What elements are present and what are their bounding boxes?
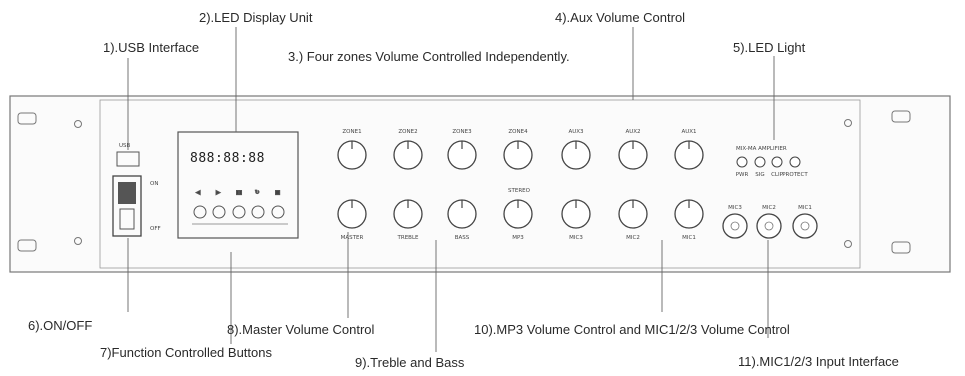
knob-label: MIC3: [569, 235, 583, 241]
knob-mic2[interactable]: MIC2: [618, 199, 648, 241]
usb-label: USB: [119, 143, 131, 149]
led-label: SIG: [755, 172, 764, 178]
knob-label: AUX1: [681, 129, 696, 135]
knob-label: ZONE3: [452, 129, 472, 135]
knob-label: MASTER: [341, 235, 364, 241]
callout-led-light: 5).LED Light: [733, 40, 806, 55]
knob-aux1[interactable]: AUX1: [674, 129, 704, 170]
led-label: PWR: [736, 172, 749, 178]
led-label: CLIP: [771, 172, 784, 178]
knob-label: ZONE1: [342, 129, 361, 135]
knob-aux2[interactable]: AUX2: [618, 129, 648, 170]
callout-mp3-mic-volume: 10).MP3 Volume Control and MIC1/2/3 Volu…: [474, 322, 790, 337]
stereo-label: STEREO: [508, 188, 531, 194]
front-panel: [9, 95, 951, 273]
led-clip: CLIP: [771, 156, 784, 178]
knob-zone2[interactable]: ZONE2: [393, 129, 423, 170]
indicator-title: MIX-MA AMPLIFIER: [736, 146, 787, 152]
callout-function-buttons: 7)Function Controlled Buttons: [100, 345, 272, 360]
led-label: PROTECT: [782, 172, 808, 178]
jack-mic1[interactable]: MIC1: [792, 205, 818, 239]
callout-led-display-unit: 2).LED Display Unit: [199, 10, 313, 25]
switch-on-label: ON: [150, 181, 158, 187]
svg-text:■: ■: [275, 190, 280, 196]
svg-text:◀: ◀: [196, 190, 201, 196]
usb-interface[interactable]: USB: [116, 143, 140, 167]
knob-zone1[interactable]: ZONE1: [337, 129, 367, 170]
next-button[interactable]: [212, 205, 226, 219]
stop-button[interactable]: [271, 205, 285, 219]
knob-label: TREBLE: [397, 235, 419, 241]
rack-mount-holes: [17, 110, 911, 254]
knob-mic3[interactable]: MIC3: [561, 199, 591, 241]
power-switch[interactable]: ON OFF: [112, 175, 161, 237]
callout-master-volume: 8).Master Volume Control: [227, 322, 375, 337]
callout-mic-input: 11).MIC1/2/3 Input Interface: [738, 354, 899, 369]
knob-mp3[interactable]: MP3: [503, 199, 533, 241]
repeat-button[interactable]: [251, 205, 265, 219]
knob-aux3[interactable]: AUX3: [561, 129, 591, 170]
inner-panel: [99, 99, 861, 269]
jack-mic3[interactable]: MIC3: [722, 205, 748, 239]
jack-label: MIC3: [728, 205, 742, 211]
knob-label: ZONE4: [508, 129, 528, 135]
knob-label: MIC2: [626, 235, 640, 241]
knob-label: MP3: [512, 235, 524, 241]
knob-label: AUX3: [568, 129, 584, 135]
led-pwr: PWR: [736, 156, 749, 178]
knob-label: AUX2: [625, 129, 640, 135]
callout-usb-interface: 1).USB Interface: [103, 40, 200, 55]
knob-label: ZONE2: [398, 129, 417, 135]
mic-input-jacks: MIC3 MIC2 MIC1: [722, 205, 818, 239]
knob-master[interactable]: MASTER: [337, 199, 367, 241]
svg-text:↻: ↻: [255, 190, 260, 196]
switch-off-label: OFF: [150, 226, 161, 232]
function-buttons: ◀ ▶ ▮▮ ↻ ■: [192, 190, 288, 225]
knob-label: MIC1: [682, 235, 696, 241]
leader-lines: [127, 27, 775, 352]
svg-text:▮▮: ▮▮: [236, 190, 242, 196]
callout-treble-bass: 9).Treble and Bass: [355, 355, 465, 370]
knob-zone3[interactable]: ZONE3: [447, 129, 477, 170]
callout-four-zones: 3.) Four zones Volume Controlled Indepen…: [288, 49, 570, 64]
led-sig: SIG: [754, 156, 766, 178]
top-knob-row: ZONE1 ZONE2 ZONE3 ZONE4 AUX3 AUX2 AUX1: [337, 129, 704, 170]
jack-label: MIC2: [762, 205, 776, 211]
jack-label: MIC1: [798, 205, 812, 211]
prev-button[interactable]: [193, 205, 207, 219]
led-display-readout: 888:88:88: [190, 151, 265, 166]
play-pause-button[interactable]: [232, 205, 246, 219]
bottom-knob-row: MASTER TREBLE BASS MP3 MIC3 MIC2 MIC1: [337, 199, 704, 241]
knob-bass[interactable]: BASS: [447, 199, 477, 241]
svg-text:▶: ▶: [216, 190, 221, 196]
knob-label: BASS: [455, 235, 470, 241]
jack-mic2[interactable]: MIC2: [756, 205, 782, 239]
knob-treble[interactable]: TREBLE: [393, 199, 423, 241]
callout-on-off: 6).ON/OFF: [28, 318, 93, 333]
led-display-unit: 888:88:88: [177, 131, 299, 239]
callout-aux-volume: 4).Aux Volume Control: [555, 10, 686, 25]
knob-zone4[interactable]: ZONE4: [503, 129, 533, 170]
led-protect: PROTECT: [782, 156, 808, 178]
knob-mic1[interactable]: MIC1: [674, 199, 704, 241]
